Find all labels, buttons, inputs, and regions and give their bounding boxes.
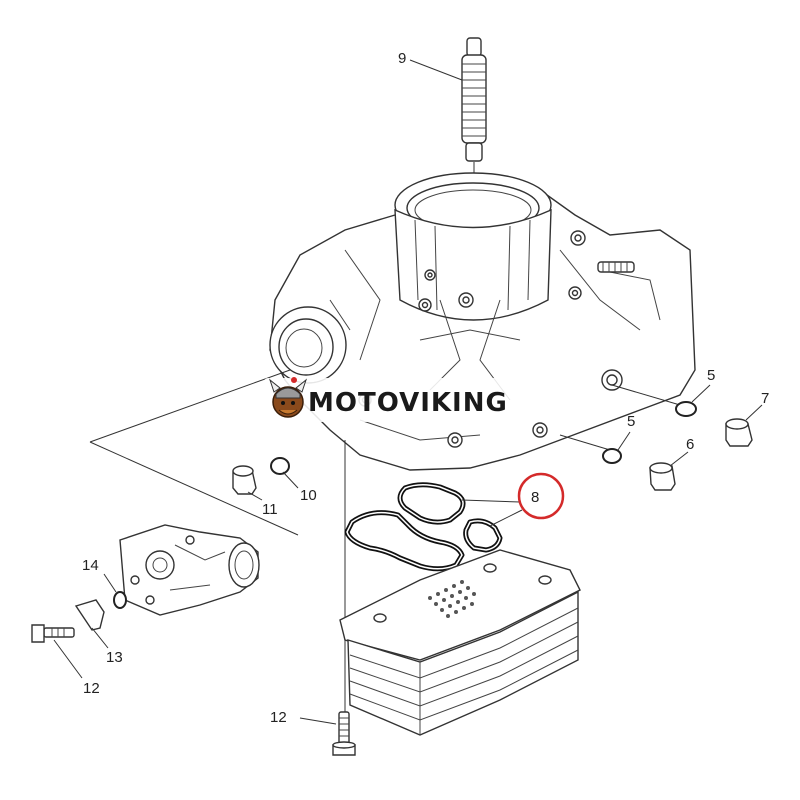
assembly-leader-lines xyxy=(89,369,681,715)
part-13-valve xyxy=(74,599,109,649)
thermostat-housing xyxy=(119,524,260,616)
part-5-oring-upper xyxy=(675,384,711,417)
part-5-oring-lower xyxy=(602,431,631,464)
callout-14: 14 xyxy=(82,557,99,574)
part-12-bolt-left xyxy=(31,624,83,679)
callout-labels: 9 5 7 5 6 10 11 8 14 13 12 12 xyxy=(82,50,769,726)
viking-mascot-icon xyxy=(268,377,308,418)
callout-11: 11 xyxy=(262,501,278,518)
part-12-bolt-lower xyxy=(299,711,356,756)
watermark-logo: MOTOVIKING xyxy=(264,377,534,422)
callout-8: 8 xyxy=(531,489,539,506)
callout-12-lower: 12 xyxy=(270,709,287,726)
highlight-circle xyxy=(517,472,565,520)
callout-5-upper: 5 xyxy=(707,367,715,384)
part-6-plug xyxy=(649,451,689,491)
oil-cooler xyxy=(339,549,581,736)
callout-12-left: 12 xyxy=(83,680,100,697)
part-8-gaskets xyxy=(344,482,523,572)
callout-5-lower: 5 xyxy=(627,413,635,430)
part-11-plug xyxy=(232,465,263,501)
callout-10: 10 xyxy=(300,487,317,504)
part-7-plug xyxy=(725,404,763,447)
part-14-oring xyxy=(103,573,127,609)
part-9-sensor-rod xyxy=(461,37,487,210)
callout-9: 9 xyxy=(398,50,406,67)
callout-13: 13 xyxy=(106,649,123,666)
callout-6: 6 xyxy=(686,436,694,453)
part-10-oring xyxy=(270,457,299,489)
watermark-text: MOTOVIKING xyxy=(308,388,508,418)
callout-7: 7 xyxy=(761,390,769,407)
